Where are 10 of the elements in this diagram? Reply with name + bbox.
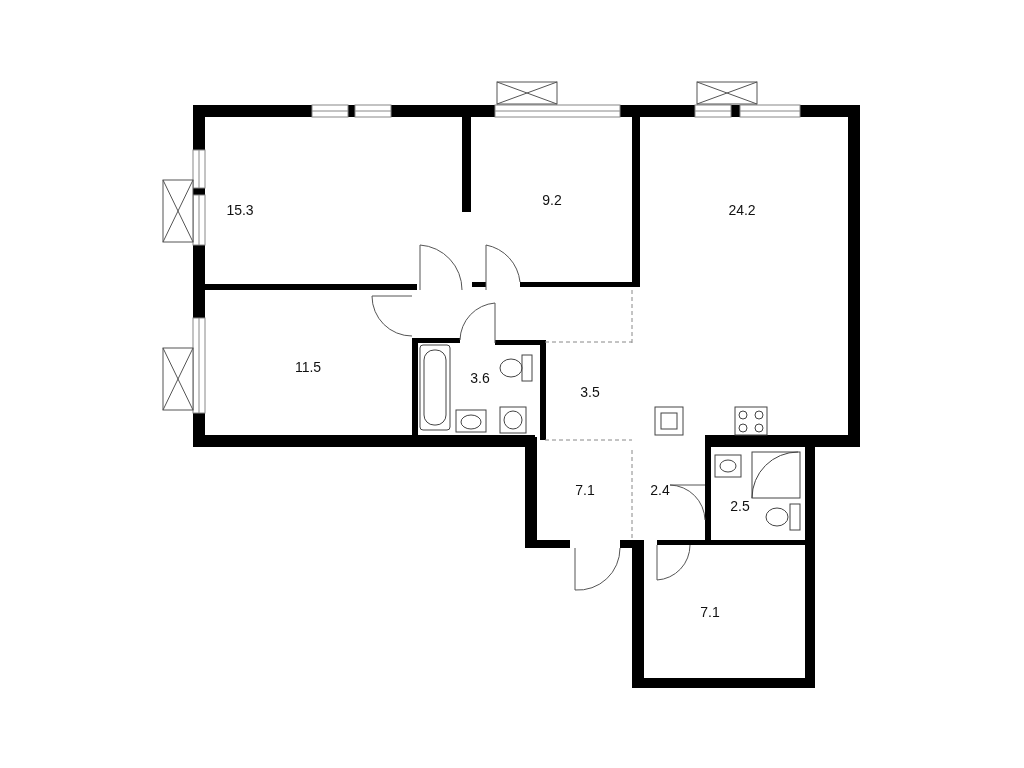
room-area-label: 3.6 (470, 370, 490, 386)
room-area-label: 2.5 (730, 498, 750, 514)
room-area-label: 7.1 (700, 604, 720, 620)
room-area-label: 9.2 (542, 192, 562, 208)
room-area-label: 11.5 (294, 359, 322, 375)
room-area-label: 3.5 (580, 384, 600, 400)
room-area-label: 2.4 (650, 482, 670, 498)
room-area-label: 15.3 (226, 202, 254, 218)
room-area-label: 24.2 (728, 202, 756, 218)
room-area-label: 7.1 (575, 482, 595, 498)
